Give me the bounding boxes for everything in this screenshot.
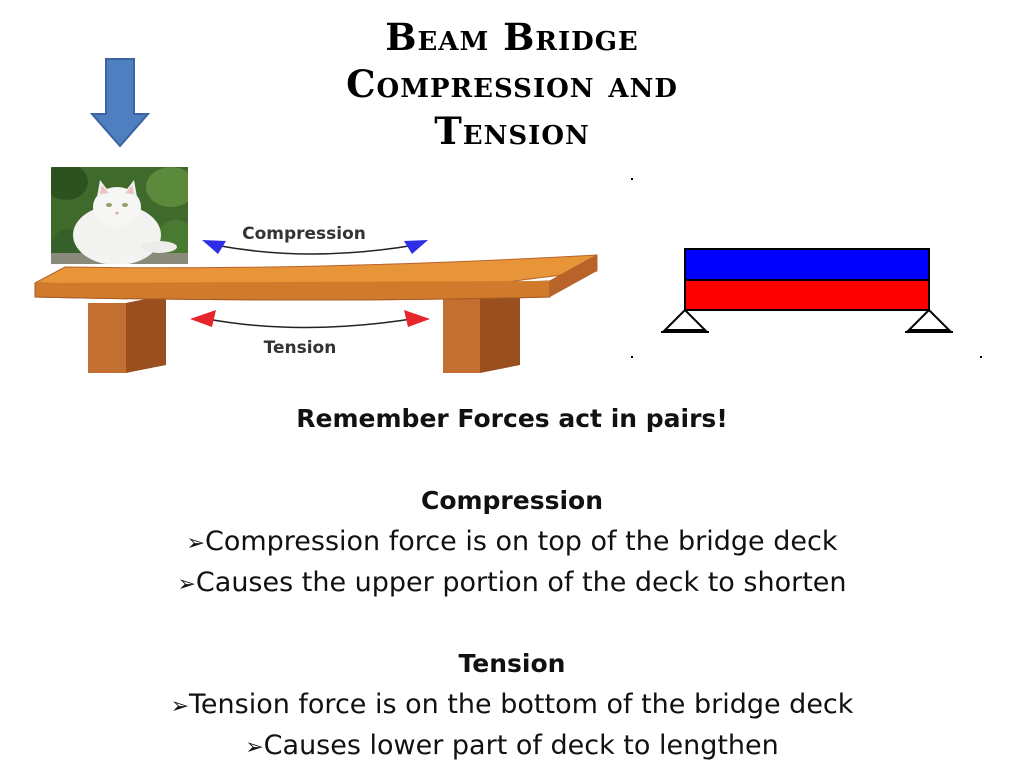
load-arrow-icon	[90, 58, 150, 148]
title-line-1: Beam Bridge	[385, 15, 639, 59]
tension-zone	[684, 279, 930, 311]
compression-bullet: ➢Compression force is on top of the brid…	[186, 526, 838, 557]
bullet-arrow-icon: ➢	[245, 735, 264, 760]
compression-arrow-icon	[202, 240, 428, 255]
slide-body: Remember Forces act in pairs! Compressio…	[112, 398, 912, 766]
left-support-icon	[662, 308, 708, 331]
compression-label: Compression	[242, 224, 366, 244]
bullet-arrow-icon: ➢	[186, 531, 205, 556]
bullet-arrow-icon: ➢	[177, 572, 196, 597]
tension-arrow-icon	[190, 310, 430, 329]
cat-photo	[51, 167, 188, 264]
right-support-icon	[906, 308, 952, 331]
compression-heading: Compression	[420, 486, 604, 515]
slide-title: Beam Bridge Compression and Tension	[262, 14, 762, 155]
bullet-arrow-icon: ➢	[170, 694, 189, 719]
compression-zone	[684, 248, 930, 281]
title-line-3: Tension	[434, 109, 590, 153]
tension-bullet: ➢Tension force is on the bottom of the b…	[170, 689, 854, 720]
tension-label: Tension	[264, 338, 337, 358]
left-pier	[88, 295, 166, 373]
reminder-text: Remember Forces act in pairs!	[296, 404, 728, 433]
beam-stress-diagram	[631, 178, 982, 358]
compression-bullet: ➢Causes the upper portion of the deck to…	[177, 567, 847, 598]
tension-bullet: ➢Causes lower part of deck to lengthen	[245, 730, 779, 761]
tension-heading: Tension	[458, 649, 566, 678]
right-pier	[443, 289, 520, 373]
title-line-2: Compression and	[346, 62, 678, 106]
beam-deck	[34, 254, 598, 301]
beam-bridge-diagram: Compression Tension	[34, 224, 598, 373]
